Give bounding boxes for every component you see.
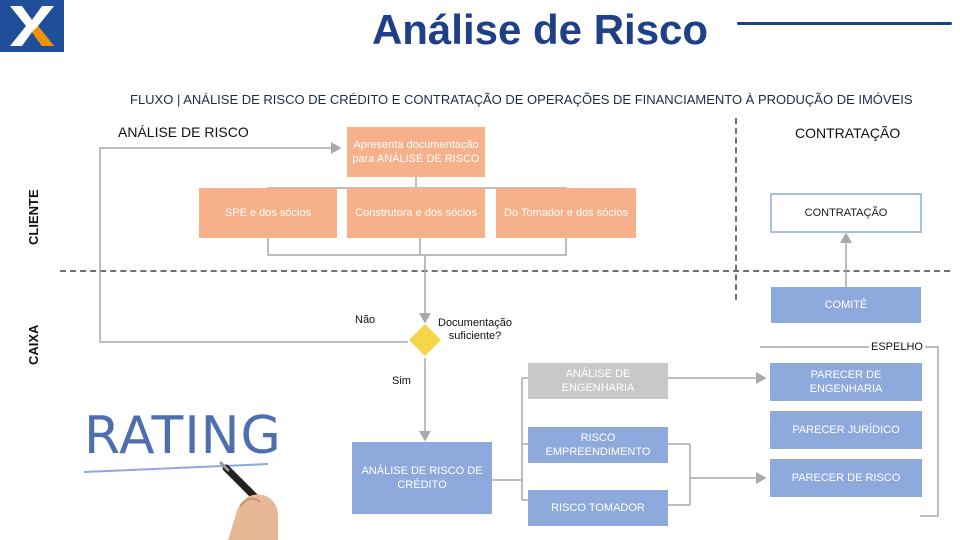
section-divider xyxy=(735,118,737,300)
title-underline xyxy=(737,22,952,25)
brand-logo xyxy=(0,0,64,52)
label-sim: Sim xyxy=(392,375,411,387)
node-comite: COMITÊ xyxy=(771,287,921,323)
label-espelho: ESPELHO xyxy=(869,341,925,353)
node-spe-socios: SPE e dos sócios xyxy=(199,188,337,238)
node-parecer-engenharia: PARECER DE ENGENHARIA xyxy=(770,363,922,401)
node-apresenta-documentacao: Apresenta documentação para ANÁLISE DE R… xyxy=(347,127,485,177)
lane-divider xyxy=(60,270,950,272)
page-title: Análise de Risco xyxy=(371,6,709,53)
node-contratacao: CONTRATAÇÃO xyxy=(770,193,922,233)
section-analise-risco: ANÁLISE DE RISCO xyxy=(118,124,249,140)
page-subtitle: FLUXO | ANÁLISE DE RISCO DE CRÉDITO E CO… xyxy=(130,92,913,107)
node-analise-engenharia: ANÁLISE DE ENGENHARIA xyxy=(528,363,668,399)
label-nao: Não xyxy=(355,314,376,326)
x-logo-icon xyxy=(0,0,64,52)
node-analise-risco-credito: ANÁLISE DE RISCO DE CRÉDITO xyxy=(352,442,492,514)
node-risco-empreendimento: RISCO EMPREENDIMENTO xyxy=(528,427,668,463)
decision-diamond xyxy=(409,324,441,356)
node-parecer-juridico: PARECER JURÍDICO xyxy=(770,411,922,449)
node-risco-tomador: RISCO TOMADOR xyxy=(528,490,668,526)
hand-pen-icon xyxy=(83,461,278,540)
node-construtora-socios: Construtora e dos sócios xyxy=(347,188,485,238)
rating-text: RATING xyxy=(84,406,282,466)
rating-illustration: RATING xyxy=(78,398,281,540)
node-tomador-socios: Do Tomador e dos sócios xyxy=(496,188,636,238)
decision-label: Documentação suficiente? xyxy=(438,317,512,343)
node-parecer-risco: PARECER DE RISCO xyxy=(770,459,922,497)
section-contratacao: CONTRATAÇÃO xyxy=(795,125,901,141)
